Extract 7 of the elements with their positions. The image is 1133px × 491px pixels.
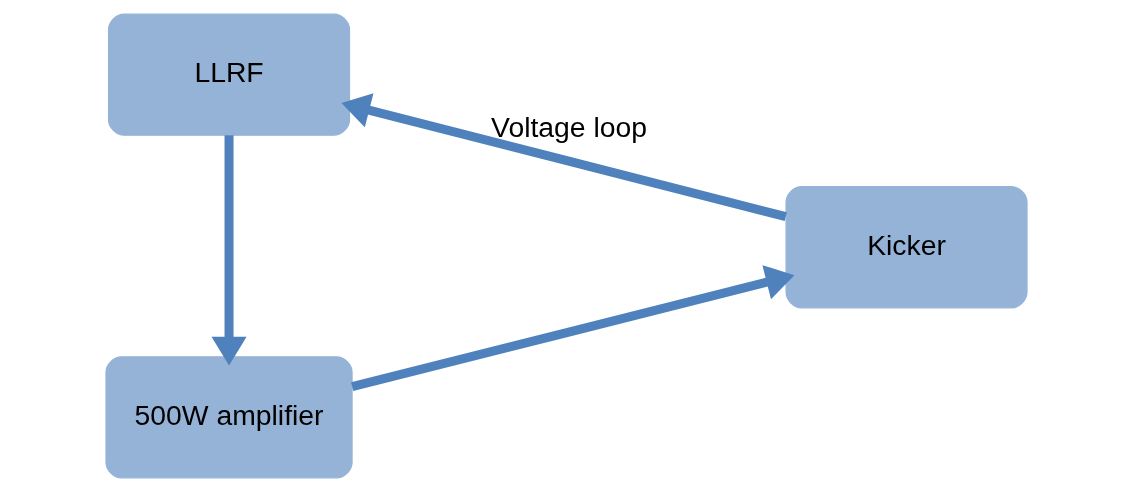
edge-label: Voltage loop: [491, 110, 648, 143]
arrow: [341, 92, 787, 221]
node-box: LLRF: [107, 13, 351, 136]
node-box: Kicker: [785, 185, 1028, 308]
node-box: 500W amplifier: [105, 355, 353, 478]
arrow: [211, 134, 247, 365]
arrow: [351, 264, 795, 391]
